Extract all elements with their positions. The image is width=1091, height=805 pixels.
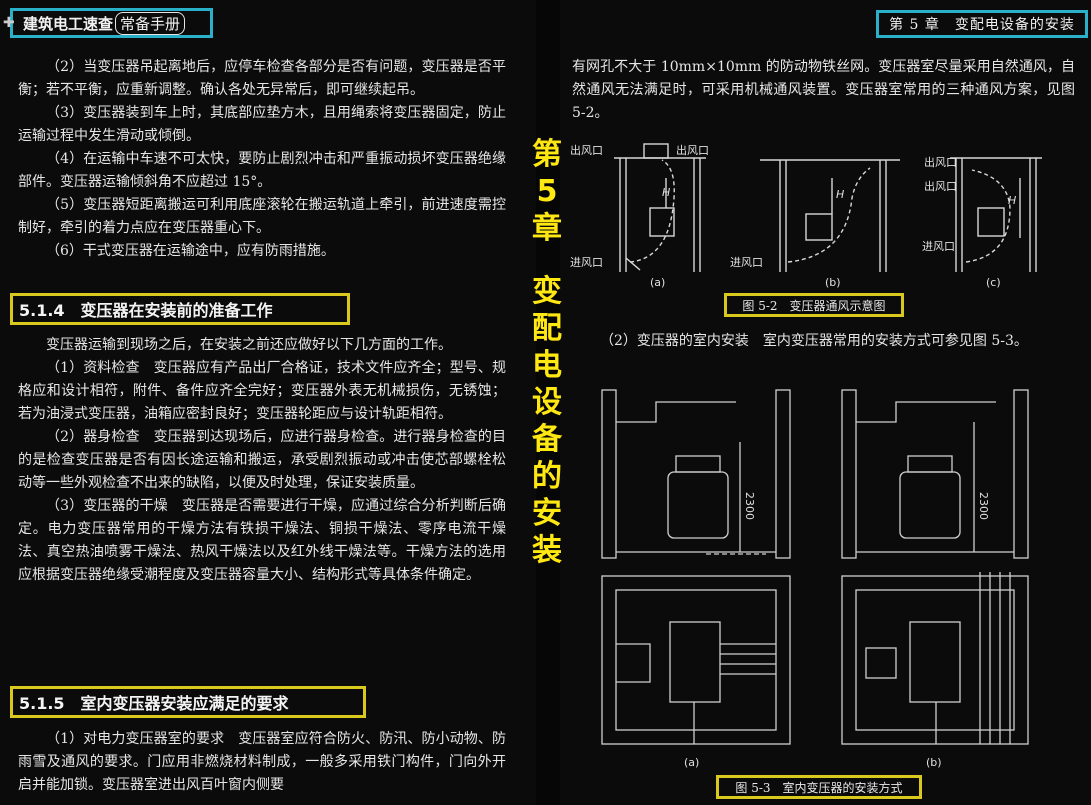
preparation-text: 变压器运输到现场之后，在安装之前还应做好以下几方面的工作。 （1）资料检查 变压… — [18, 334, 506, 587]
vertical-char: 第 — [532, 137, 562, 172]
vertical-chapter-title: 第 5 章 变 配 电 设 备 的 安 装 — [525, 136, 569, 569]
paragraph: （2）变压器的室内安装 室内变压器常用的安装方式可参见图 5-3。 — [600, 333, 1028, 349]
vertical-char: 安 — [532, 496, 562, 531]
vertical-char: 装 — [532, 533, 562, 568]
fig-label: 进风口 — [570, 256, 603, 269]
book-title-boxed: 常备手册 — [115, 11, 186, 35]
vertical-char: 章 — [532, 211, 562, 246]
fig-label: 出风口 — [676, 143, 709, 157]
vertical-char: 变 — [532, 274, 562, 309]
paragraph: （6）干式变压器在运输途中，应有防雨措施。 — [46, 243, 335, 259]
fig-sublabel: (b) — [926, 756, 942, 769]
transport-text: （2）当变压器吊起离地后，应停车检查各部分是否有问题，变压器是否平衡；若不平衡，… — [18, 56, 506, 263]
paragraph: 变压器运输到现场之后，在安装之前还应做好以下几方面的工作。 — [46, 337, 452, 353]
vertical-char: 的 — [532, 459, 562, 494]
fig-label: 进风口 — [922, 240, 955, 253]
paragraph: （1）资料检查 变压器应有产品出厂合格证，技术文件应齐全；型号、规格应和设计相符… — [18, 360, 506, 422]
fig-label: H — [836, 188, 844, 201]
dimension-label: 2300 — [977, 492, 990, 520]
page-gutter — [536, 0, 560, 805]
fig-label: 出风口 — [924, 179, 957, 193]
ventilation-figure: 出风口 出风口 进风口 进风口 出风口 出风口 进风口 H H H (a) (b… — [570, 143, 1042, 289]
ventilation-text: 有网孔不大于 10mm×10mm 的防动物铁丝网。变压器室尽量采用自然通风，自然… — [572, 56, 1075, 125]
fig-sublabel: (a) — [650, 276, 665, 289]
vertical-char: 电 — [532, 348, 562, 383]
fig-sublabel: (a) — [684, 756, 699, 769]
section-heading-515: 5.1.5 室内变压器安装应满足的要求 — [10, 686, 366, 718]
fig-sublabel: (b) — [825, 276, 841, 289]
right-page: 第 5 章 变配电设备的安装 有网孔不大于 10mm×10mm 的防动物铁丝网。… — [560, 0, 1091, 805]
paragraph: （4）在运输中车速不可太快，要防止剧烈冲击和严重振动损坏变压器绝缘部件。变压器运… — [18, 151, 506, 190]
section-heading-514: 5.1.4 变压器在安装前的准备工作 — [10, 293, 350, 325]
chapter-header: 第 5 章 变配电设备的安装 — [876, 10, 1088, 38]
fig-label: H — [662, 186, 670, 199]
paragraph: （3）变压器装到车上时，其底部应垫方木，且用绳索将变压器固定，防止运输过程中发生… — [18, 105, 506, 144]
paragraph: （3）变压器的干燥 变压器是否需要进行干燥，应通过综合分析判断后确定。电力变压器… — [18, 498, 506, 583]
vertical-char: 配 — [532, 311, 562, 346]
paragraph: （2）器身检查 变压器到达现场后，应进行器身检查。进行器身检查的目的是检查变压器… — [18, 429, 506, 491]
paragraph: （2）当变压器吊起离地后，应停车检查各部分是否有问题，变压器是否平衡；若不平衡，… — [18, 59, 506, 98]
fig-sublabel: (c) — [986, 276, 1001, 289]
book-title-header: ✚ 建筑电工速查常备手册 — [3, 8, 213, 38]
dimension-label: 2300 — [743, 492, 756, 520]
plus-icon: ✚ — [3, 15, 15, 31]
vertical-char: 5 — [536, 174, 558, 209]
fig-label: H — [1008, 194, 1016, 207]
paragraph: （1）对电力变压器室的要求 变压器室应符合防火、防汛、防小动物、防雨雪及通风的要… — [18, 731, 506, 793]
requirements-text: （1）对电力变压器室的要求 变压器室应符合防火、防汛、防小动物、防雨雪及通风的要… — [18, 728, 506, 797]
paragraph: 有网孔不大于 10mm×10mm 的防动物铁丝网。变压器室尽量采用自然通风，自然… — [572, 59, 1075, 121]
left-page: ✚ 建筑电工速查常备手册 （2）当变压器吊起离地后，应停车检查各部分是否有问题，… — [0, 0, 536, 805]
fig-label: 出风口 — [924, 155, 957, 169]
figure-5-2-caption: 图 5-2 变压器通风示意图 — [724, 293, 904, 317]
fig-label: 进风口 — [730, 256, 763, 269]
book-title-main: 建筑电工速查 — [23, 14, 114, 33]
installation-figure: 2300 2300 (a) (b) — [601, 389, 1029, 769]
installation-text: （2）变压器的室内安装 室内变压器常用的安装方式可参见图 5-3。 — [572, 330, 1075, 353]
vertical-char: 备 — [532, 422, 562, 457]
vertical-char: 设 — [532, 385, 562, 420]
figure-5-3-caption: 图 5-3 室内变压器的安装方式 — [716, 775, 922, 799]
fig-label: 出风口 — [570, 143, 603, 157]
paragraph: （5）变压器短距离搬运可利用底座滚轮在搬运轨道上牵引，前进速度需控制好，牵引的着… — [18, 197, 506, 236]
